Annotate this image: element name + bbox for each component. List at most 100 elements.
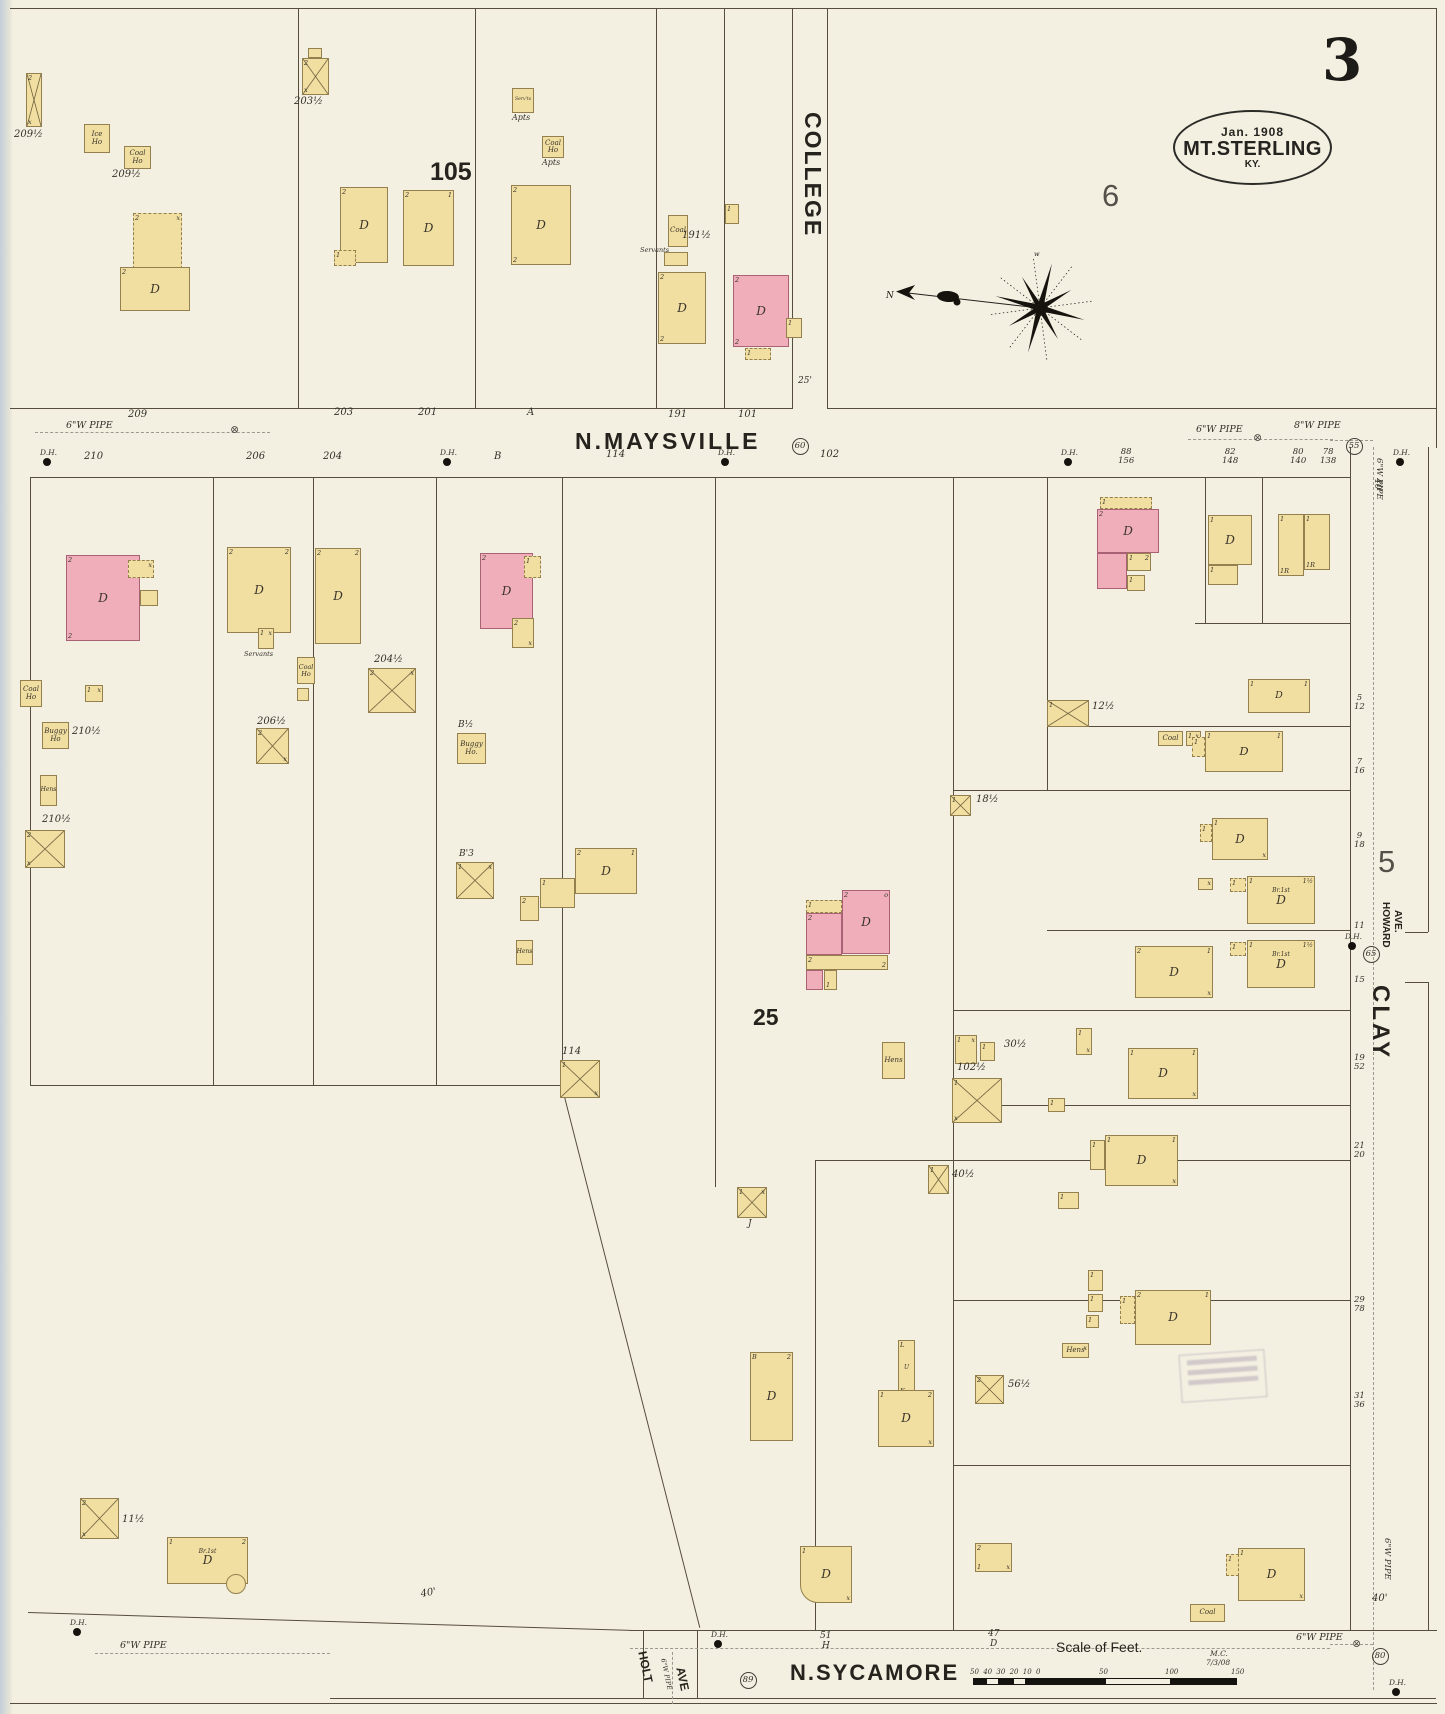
- story-height-mark: 2: [405, 191, 410, 199]
- story-height-mark: 1: [1090, 1271, 1095, 1279]
- story-height-mark: x: [268, 629, 272, 637]
- story-height-mark: L: [900, 1341, 905, 1349]
- building-use-label: D: [1239, 743, 1249, 758]
- stamp-city: MT.STERLING: [1183, 138, 1322, 160]
- house-number-pair: 88 156: [1118, 447, 1135, 466]
- building-label: 30½: [1004, 1039, 1027, 1050]
- story-height-mark: 2: [735, 276, 740, 284]
- street-width-marker: 89: [739, 1671, 757, 1689]
- story-height-mark: x: [761, 1188, 765, 1196]
- fire-hydrant-label: D.H.: [1345, 932, 1363, 941]
- map-line: [1350, 447, 1351, 1630]
- story-height-mark: x: [488, 863, 492, 871]
- building: 2: [975, 1375, 1004, 1404]
- story-height-mark: 1: [562, 1061, 567, 1069]
- map-line: [330, 1698, 1436, 1699]
- story-height-mark: 2: [660, 334, 665, 343]
- building-use-label: D: [601, 863, 611, 878]
- building: Buggy Ho: [42, 722, 69, 749]
- lot-number: 201: [418, 407, 438, 418]
- story-height-mark: 1: [1050, 1099, 1055, 1107]
- street-holt-ave: AVE: [673, 1665, 692, 1692]
- building-use-label: Coal: [670, 226, 686, 235]
- story-height-mark: 2: [1137, 1291, 1142, 1299]
- lot-number: 203: [334, 407, 354, 418]
- water-pipe-line: [1373, 447, 1374, 1690]
- street-clay: CLAY: [1367, 985, 1394, 1061]
- lot-number: H: [822, 1641, 830, 1651]
- water-pipe-line: [95, 1653, 330, 1654]
- water-pipe-line: [1330, 1644, 1373, 1645]
- story-height-mark: x: [28, 117, 32, 126]
- lot-number: D: [990, 1639, 998, 1649]
- story-height-mark: x: [846, 1593, 850, 1602]
- story-height-mark: 1: [1129, 576, 1134, 584]
- story-height-mark: 1: [1122, 1297, 1127, 1305]
- story-height-mark: 1: [1090, 1295, 1095, 1303]
- fire-hydrant-label: D.H.: [70, 1618, 88, 1627]
- story-height-mark: x: [304, 85, 308, 94]
- house-number-pair: 80 140: [1290, 447, 1307, 466]
- story-height-mark: 1: [982, 1043, 987, 1051]
- building: Coal: [668, 215, 688, 247]
- story-height-mark: 1: [1171, 1136, 1176, 1144]
- story-height-mark: 2: [844, 891, 849, 899]
- building: [140, 590, 158, 606]
- story-height-mark: 1: [1207, 732, 1212, 740]
- story-height-mark: x: [1207, 879, 1211, 887]
- building-label: B½: [458, 720, 474, 730]
- scale-tick-label: 0: [1036, 1668, 1041, 1676]
- story-height-mark: 2: [1099, 510, 1104, 518]
- building: 1: [1100, 497, 1152, 509]
- building: 1: [540, 878, 575, 908]
- map-line: [1428, 982, 1429, 1630]
- lot-number: 209: [128, 409, 148, 420]
- building-label: 11½: [122, 1514, 145, 1525]
- building: 1: [1208, 565, 1238, 585]
- block-number-25: 25: [753, 1004, 779, 1030]
- story-height-mark: 1: [1249, 941, 1254, 949]
- story-height-mark: 2: [68, 556, 73, 564]
- house-number-pair: 9 18: [1354, 831, 1365, 850]
- building: ULK: [898, 1340, 915, 1396]
- lot-number: 191: [668, 409, 688, 420]
- building: 1: [824, 970, 837, 990]
- map-line: [715, 477, 716, 1187]
- fire-hydrant-icon: [1396, 458, 1404, 466]
- story-height-mark: 1: [87, 686, 92, 694]
- map-line: [1262, 477, 1263, 623]
- building-use-label: Hens: [1066, 1345, 1085, 1354]
- building-use-label: D: [1276, 892, 1286, 907]
- fire-hydrant-icon: [73, 1628, 81, 1636]
- building: 1: [950, 795, 971, 816]
- story-height-mark: 1: [1210, 516, 1215, 524]
- building: Coal: [1190, 1604, 1225, 1622]
- story-height-mark: 2: [258, 729, 263, 737]
- map-line: [953, 790, 1350, 791]
- building: 1: [928, 1165, 949, 1194]
- building-construction-label: Br.1st: [198, 1547, 217, 1555]
- story-height-mark: 1: [1232, 879, 1237, 887]
- scale-tick-label: 50: [970, 1668, 979, 1676]
- pipe-label: 6"W PIPE: [1196, 424, 1243, 435]
- building-use-label: U: [903, 1363, 910, 1371]
- water-valve-icon: ⊗: [1253, 431, 1263, 444]
- fire-hydrant-icon: [1348, 942, 1356, 950]
- house-number-pair: 7 16: [1354, 757, 1365, 776]
- building: Hens: [516, 940, 533, 965]
- story-height-mark: x: [283, 754, 287, 763]
- pipe-label: 6"W PIPE: [659, 1657, 674, 1691]
- building-label: Apts: [542, 158, 561, 167]
- street-width-marker: 80: [1371, 1647, 1389, 1665]
- building: 1: [1200, 824, 1212, 842]
- scale-tick-label: 10: [1022, 1668, 1032, 1676]
- story-height-mark: 1: [260, 629, 265, 637]
